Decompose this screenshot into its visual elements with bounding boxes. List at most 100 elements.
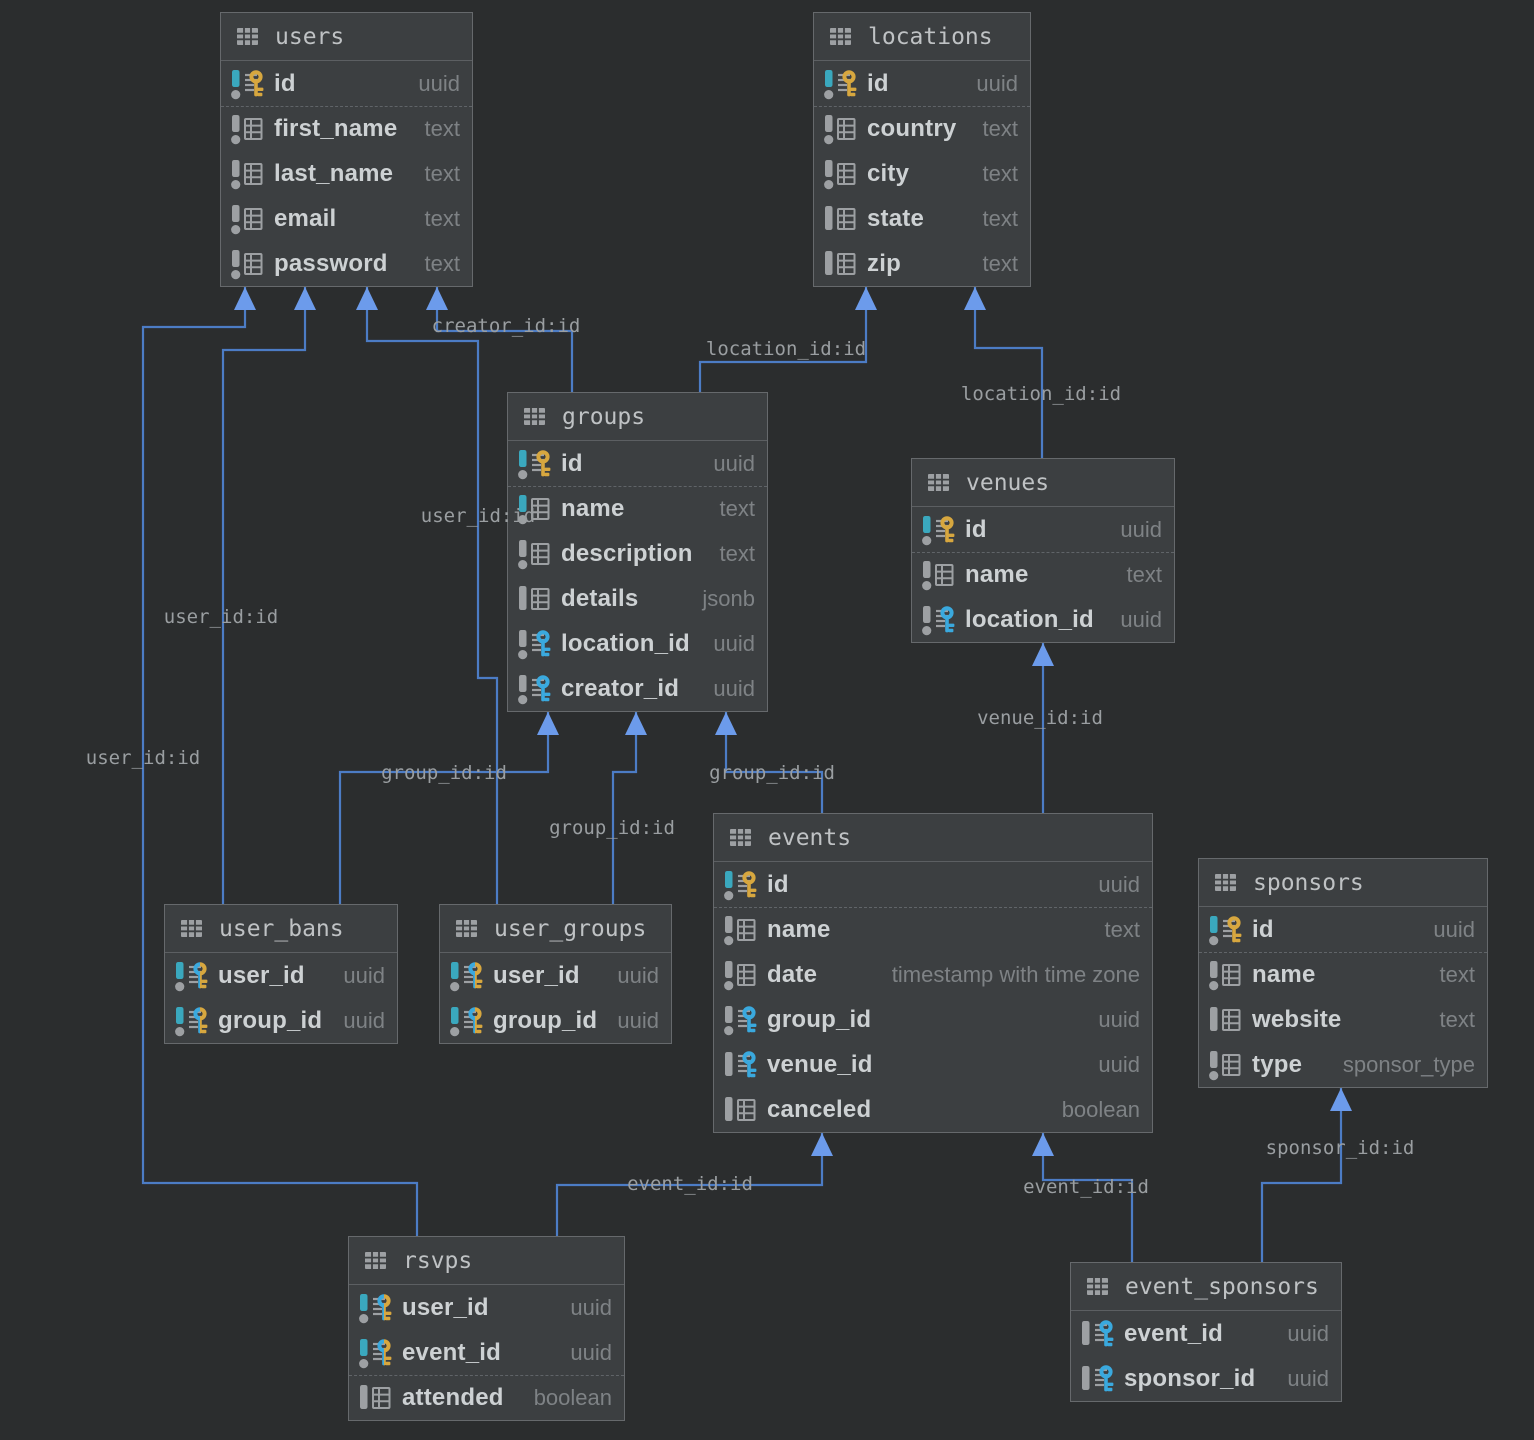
column-type: text <box>982 116 1018 141</box>
column-type: text <box>719 540 755 566</box>
column-type: text <box>424 116 460 141</box>
column-name: sponsor_id <box>1124 1364 1256 1392</box>
relationship-line-rsvps_user_id-users_id[interactable] <box>141 287 419 1236</box>
table-header-events[interactable]: events <box>714 814 1152 862</box>
relationship-line-user_bans_group_id-groups_id[interactable] <box>338 712 559 904</box>
column-icon <box>227 157 274 191</box>
table-title: venues <box>966 469 1050 496</box>
foreign-key-icon <box>720 1003 767 1037</box>
relationship-line-user_groups_group_id-groups_id[interactable] <box>611 712 647 904</box>
table-header-users[interactable]: users <box>221 13 472 61</box>
column-icon <box>918 558 965 592</box>
table-header-user_groups[interactable]: user_groups <box>440 905 671 953</box>
column-type: uuid <box>713 630 755 656</box>
table-header-event_sponsors[interactable]: event_sponsors <box>1071 1263 1341 1311</box>
relationship-label: group_id:id <box>381 762 507 784</box>
table-header-locations[interactable]: locations <box>814 13 1030 61</box>
relationship-line-user_bans_user_id-users_id[interactable] <box>221 287 316 904</box>
relationship-line-venues_location_id-locations_id[interactable] <box>964 287 1044 458</box>
relationship-line-event_sponsors_sponsor_id-sponsors_id[interactable] <box>1260 1088 1352 1262</box>
relationship-line-rsvps_event_id-events_id[interactable] <box>555 1133 833 1236</box>
table-title: sponsors <box>1253 869 1364 896</box>
relationship-line-events_venue_id-venues_id[interactable] <box>1032 643 1054 813</box>
column-type: boolean <box>1061 1096 1140 1122</box>
table-title: user_groups <box>494 915 647 942</box>
relationship-line-events_group_id-groups_id[interactable] <box>715 712 824 813</box>
column-name: event_id <box>1124 1319 1223 1347</box>
primary-foreign-key-icon <box>446 1004 493 1038</box>
relationship-line-user_groups_user_id-users_id[interactable] <box>356 287 499 904</box>
column-name: location_id <box>965 605 1094 633</box>
relationship-line-event_sponsors_event_id-events_id[interactable] <box>1032 1133 1134 1262</box>
column-name: user_id <box>402 1293 489 1321</box>
relationship-line-groups_location_id-locations_id[interactable] <box>698 287 877 392</box>
arrowhead-icon <box>356 287 378 310</box>
foreign-key-icon <box>720 1048 767 1082</box>
foreign-key-icon <box>514 672 561 706</box>
column-icon <box>1205 1003 1252 1037</box>
column-name: last_name <box>274 159 394 187</box>
table-header-sponsors[interactable]: sponsors <box>1199 859 1487 907</box>
arrowhead-icon <box>234 287 256 310</box>
column-icon <box>820 202 867 236</box>
table-header-groups[interactable]: groups <box>508 393 767 441</box>
column-type: text <box>424 205 460 231</box>
relationship-line-groups_creator_id-users_id[interactable] <box>426 287 574 392</box>
table-header-venues[interactable]: venues <box>912 459 1174 507</box>
column-name: user_id <box>493 961 580 989</box>
column-type: uuid <box>1433 916 1475 942</box>
table-header-rsvps[interactable]: rsvps <box>349 1237 624 1285</box>
table-header-user_bans[interactable]: user_bans <box>165 905 397 953</box>
column-type: text <box>1126 562 1162 587</box>
